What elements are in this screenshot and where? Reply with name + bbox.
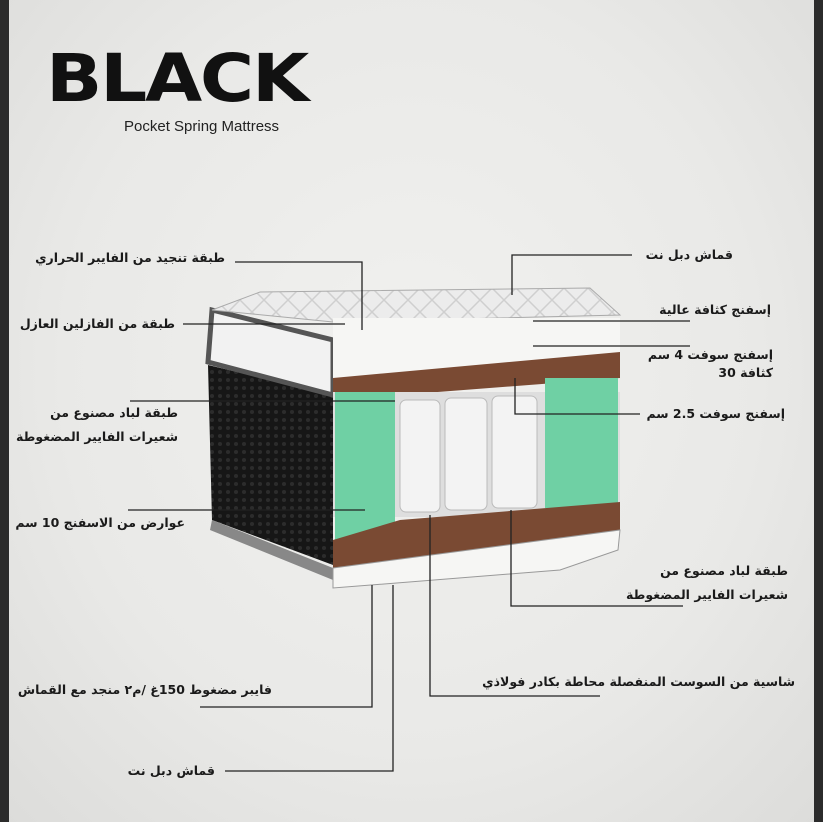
side-black-fabric xyxy=(208,365,333,565)
label-double-net-bottom: قماش دبل نت xyxy=(127,763,215,778)
top-quilt xyxy=(211,287,622,323)
label-compressed-fiber: فايبر مضغوط 150غ /م٢ منجد مع القماش xyxy=(17,682,272,697)
label-soft-foam-2-5: إسفنج سوفت 2.5 سم xyxy=(646,406,785,421)
felt-top-layer xyxy=(333,352,620,400)
foam-white-bottom xyxy=(332,529,621,589)
foam-bar-left xyxy=(335,392,395,540)
pocket-springs xyxy=(399,395,538,513)
right-border xyxy=(814,0,823,822)
brand-logo: BLACK xyxy=(46,40,309,117)
label-fiber-quilting: طبقة تنجيد من الفايبر الحراري xyxy=(35,250,225,265)
foam-bar-right xyxy=(545,378,618,508)
leader-lines xyxy=(128,254,690,772)
brand-tagline: Pocket Spring Mattress xyxy=(124,118,280,135)
mattress xyxy=(205,287,622,589)
label-pocket-springs: شاسية من السوست المنفصلة محاطة بكادر فول… xyxy=(482,674,795,689)
felt-bottom-layer xyxy=(333,502,620,568)
left-border xyxy=(0,0,9,822)
label-high-density-foam: إسفنج كثافة عالية xyxy=(659,302,771,317)
label-foam-bars: عوارض من الاسفنج 10 سم xyxy=(15,515,185,530)
label-double-net-top: قماش دبل نت xyxy=(645,247,733,262)
side-bottom-edge xyxy=(210,520,333,580)
label-vaseline-layer: طبقة من الفازلين العازل xyxy=(19,316,175,331)
